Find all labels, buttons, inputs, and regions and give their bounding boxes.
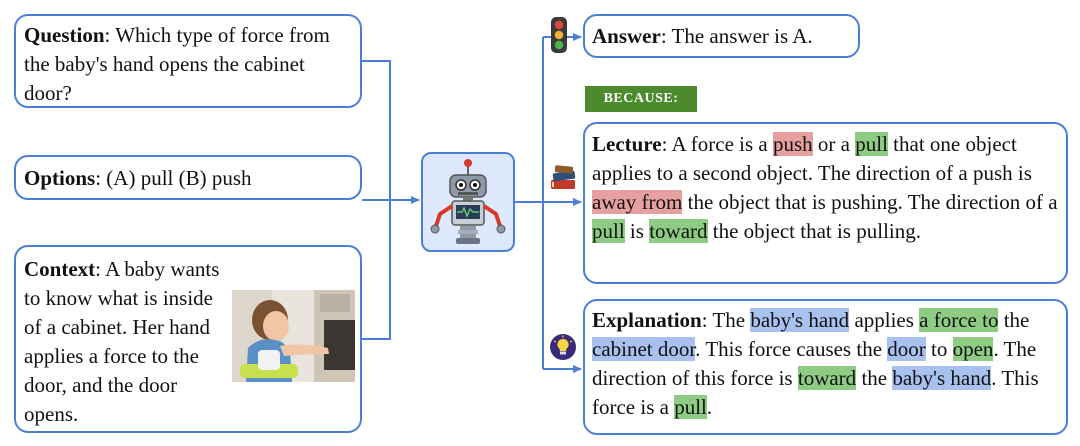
text-segment: : A force is a — [661, 132, 773, 156]
explanation-box: Explanation: The baby's hand applies a f… — [583, 299, 1068, 435]
text-segment: to — [925, 337, 953, 361]
lecture-box: Lecture: A force is a push or a pull tha… — [583, 122, 1068, 284]
text-segment: is — [624, 219, 650, 243]
text-segment: . This force is a — [592, 366, 1039, 419]
because-badge: BECAUSE: — [585, 86, 697, 112]
question-label: Question — [24, 23, 105, 47]
highlight-green: pull — [855, 132, 888, 156]
text-segment: the — [998, 308, 1030, 332]
options-label: Options — [24, 166, 96, 190]
text-segment: that one object applies to a second obje… — [592, 132, 1032, 185]
options-text: : (A) pull (B) push — [95, 166, 252, 190]
text-segment: . This force causes the — [695, 337, 888, 361]
context-box: Context: A baby wants to know what is in… — [14, 245, 362, 433]
highlight-green: toward — [797, 366, 857, 390]
text-segment: . The direction of this force is — [592, 337, 1037, 390]
options-box: Options: (A) pull (B) push — [14, 155, 362, 200]
text-segment: the object that is pushing. The directio… — [682, 190, 1058, 214]
highlight-green: a force to — [919, 308, 999, 332]
highlight-blue: cabinet door — [592, 337, 696, 361]
lecture-label: Lecture — [592, 132, 662, 156]
lecture-text: : A force is a push or a pull that one o… — [592, 132, 1058, 243]
highlight-blue: baby's hand — [892, 366, 992, 390]
books-icon — [551, 165, 576, 189]
text-segment: the object that is pulling. — [707, 219, 921, 243]
explanation-text: : The baby's hand applies a force to the… — [592, 308, 1039, 419]
highlight-red: push — [772, 132, 813, 156]
highlight-green: open — [952, 337, 994, 361]
question-text: : Which type of force from the baby's ha… — [24, 23, 330, 105]
highlight-red: away from — [592, 190, 683, 214]
lightbulb-icon — [550, 334, 576, 360]
highlight-green: toward — [649, 219, 708, 243]
context-text-block: Context: A baby wants to know what is in… — [24, 255, 224, 429]
highlight-blue: baby's hand — [750, 308, 850, 332]
text-segment: or a — [812, 132, 856, 156]
context-label: Context — [24, 257, 96, 281]
answer-text: : The answer is A. — [660, 24, 813, 48]
robot-model-box — [421, 152, 515, 252]
robot-icon — [430, 159, 506, 244]
text-segment: : The — [701, 308, 751, 332]
answer-label: Answer — [592, 24, 661, 48]
traffic-light-icon — [551, 17, 567, 53]
highlight-green: pull — [674, 395, 707, 419]
context-text: : A baby wants to know what is inside of… — [24, 257, 220, 426]
line-context — [362, 200, 391, 340]
text-segment: applies — [849, 308, 920, 332]
text-segment: . — [706, 395, 713, 419]
highlight-blue: door — [887, 337, 926, 361]
highlight-green: pull — [592, 219, 625, 243]
answer-box: Answer: The answer is A. — [583, 14, 860, 58]
baby-photo — [232, 290, 355, 382]
text-segment: the — [856, 366, 893, 390]
question-box: Question: Which type of force from the b… — [14, 14, 362, 108]
explanation-label: Explanation — [592, 308, 702, 332]
line-question — [362, 60, 391, 200]
